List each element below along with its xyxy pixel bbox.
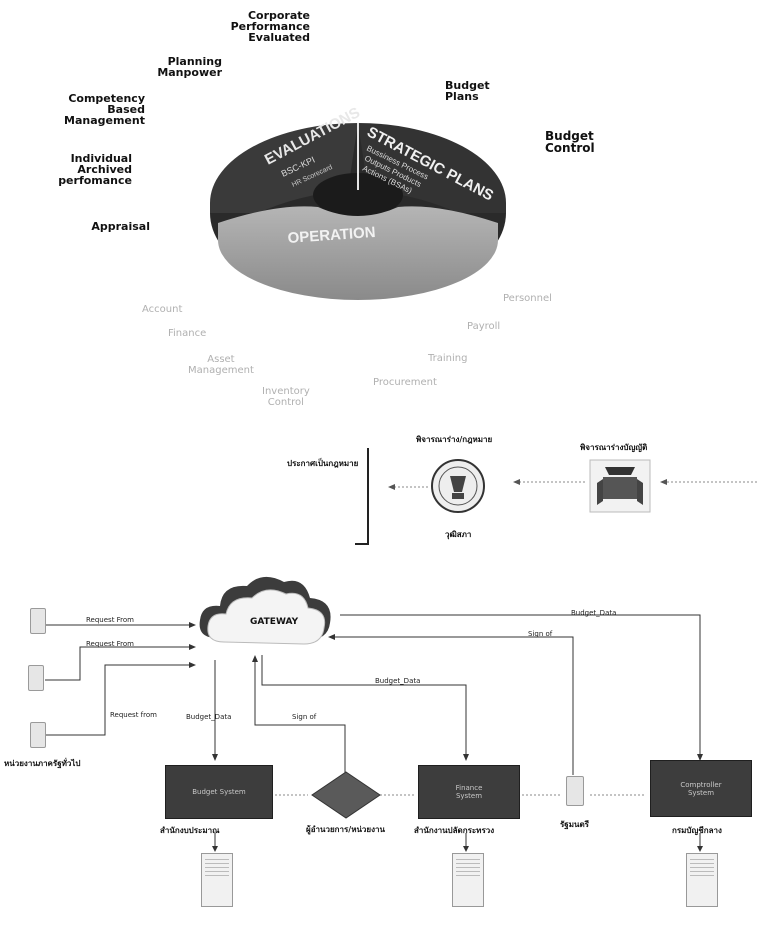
document-icon-2 [452,853,484,907]
label-appraisal: Appraisal [91,220,150,233]
edge-label-request-3: Request from [110,711,157,719]
server-icon-1 [30,608,46,634]
label-planning-manpower: Planning Manpower [157,55,222,79]
edge-label-sign-of-left: Sign of [292,713,317,721]
law-document [355,448,369,545]
gateway-cloud [199,576,331,645]
edge-label-request-2: Request From [86,640,135,648]
label-agencies: หน่วยงานภาครัฐทั่วไป [4,759,81,768]
edge-label-budget-data-left: Budget_Data [186,713,232,721]
label-house-consider: พิจารณาร่างบัญญัติ [580,443,648,452]
caption-box1: สำนักงบประมาณ [160,826,220,835]
wheel-segment-operation [218,206,498,300]
node-diamond [311,771,381,819]
edge-label-budget-data-mid: Budget_Data [375,677,421,685]
faded-label-inventory: Inventory Control [262,386,310,408]
label-announce-law: ประกาศเป็นกฎหมาย [287,459,359,468]
label-competency-based: Competency Based Management [64,92,145,127]
label-budget-plans: Budget Plans [445,79,490,103]
house-emblem [589,459,651,513]
label-corporate-performance: Corporate Performance Evaluated [230,9,310,44]
label-senate: วุฒิสภา [445,530,472,539]
caption-box3: กรมบัญชีกลาง [672,826,722,835]
label-individual-archived: Individual Archived perfomance [58,152,132,187]
wheel-text-operation: OPERATION [287,224,376,247]
gateway-connectors [45,614,703,852]
faded-label-procurement: Procurement [373,377,437,388]
edge-label-request-1: Request From [86,616,135,624]
senate-emblem [431,459,485,513]
wheel-hub [313,173,403,217]
caption-minister: รัฐมนตรี [560,820,589,829]
gateway-label: GATEWAY [250,617,299,627]
node-box-comptroller-system: Comptroller System [650,760,752,817]
edge-label-budget-data-right: Budget_Data [571,609,617,617]
faded-label-account: Account [142,304,183,315]
label-budget-control: Budget Control [545,129,595,155]
minister-icon [566,776,584,806]
server-icon-3 [30,722,46,748]
faded-label-finance: Finance [168,328,207,339]
faded-label-payroll: Payroll [467,321,501,332]
node-box-finance-system: Finance System [418,765,520,819]
caption-box2: สำนักงานปลัดกระทรวง [414,826,495,835]
document-icon-1 [201,853,233,907]
server-icon-2 [28,665,44,691]
document-icon-3 [686,853,718,907]
faded-label-personnel: Personnel [503,293,552,304]
law-flow-arrows [388,479,757,490]
node-box-budget-system: Budget System [165,765,273,819]
edge-label-sign-of-right: Sign of [528,630,553,638]
caption-diamond: ผู้อำนวยการ/หน่วยงาน [306,825,385,834]
faded-label-training: Training [428,353,468,364]
strategy-wheel: EVALUATIONS BSC-KPI HR Scorecard STRATEG… [210,104,506,300]
faded-label-asset: Asset Management [188,354,254,376]
label-senate-consider: พิจารณาร่าง/กฎหมาย [416,435,493,444]
